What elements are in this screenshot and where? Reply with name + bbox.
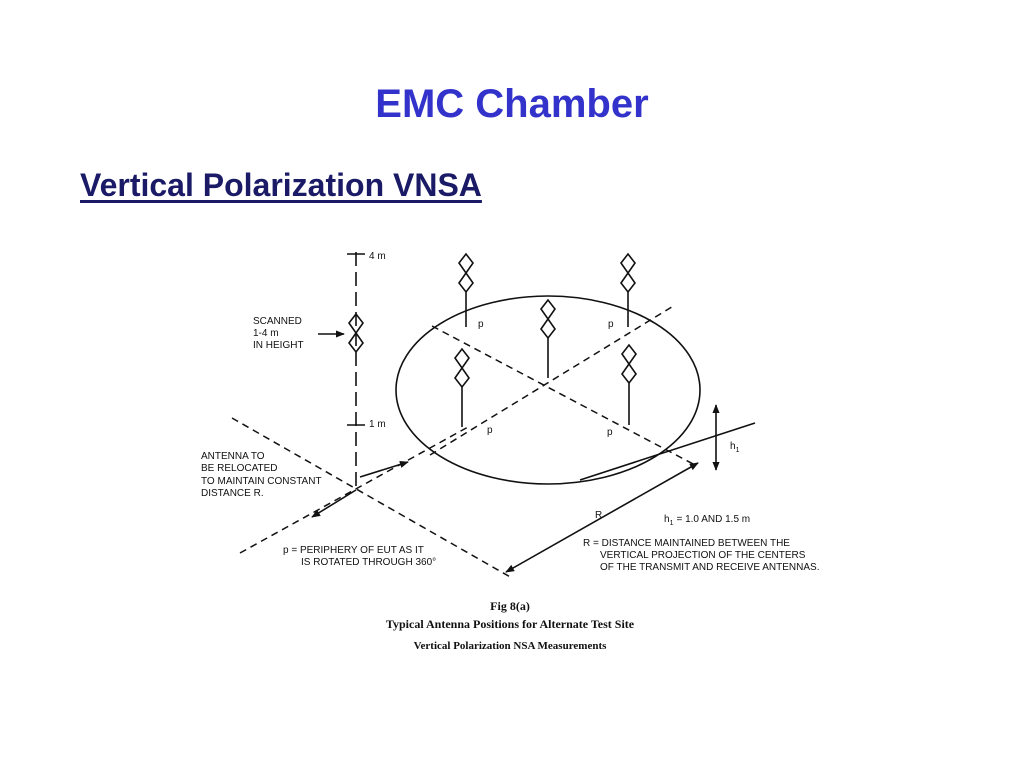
figure-number: Fig 8(a): [490, 599, 530, 613]
slide-title: EMC Chamber: [375, 82, 649, 126]
position-label-p: p: [607, 427, 613, 438]
position-label-p: p: [478, 319, 484, 330]
scanned-note-line: 1-4 m: [253, 328, 279, 339]
scanned-note-line: IN HEIGHT: [253, 340, 304, 351]
relocate-note-line: DISTANCE R.: [201, 488, 264, 499]
antenna-center-icon: [540, 299, 556, 339]
dashed-ground-line: [231, 417, 513, 579]
figure-caption-subtitle: Vertical Polarization NSA Measurements: [414, 640, 607, 652]
h1-label: h1: [730, 441, 740, 454]
antenna-position-icon: [620, 253, 636, 293]
relocate-arrow-up: [359, 460, 409, 478]
r-definition-line: VERTICAL PROJECTION OF THE CENTERS: [600, 550, 806, 561]
relocate-arrow-down: [311, 489, 357, 518]
r-label: R: [595, 510, 602, 521]
dashed-ground-line: [239, 426, 469, 554]
relocate-note-line: BE RELOCATED: [201, 463, 278, 474]
height-label-1m: 1 m: [369, 419, 386, 430]
r-dimension-arrow: [505, 462, 699, 573]
position-label-p: p: [608, 319, 614, 330]
relocate-note-line: TO MAINTAIN CONSTANT: [201, 476, 322, 487]
antenna-position-icon: [454, 348, 470, 388]
antenna-position-icon: [458, 253, 474, 293]
h1-values-label: h1= 1.0 AND 1.5 m: [664, 514, 750, 527]
height-label-4m: 4 m: [369, 251, 386, 262]
periphery-note-line: p = PERIPHERY OF EUT AS IT: [283, 545, 424, 556]
r-definition-line: R = DISTANCE MAINTAINED BETWEEN THE: [583, 538, 790, 549]
position-label-p: p: [487, 425, 493, 436]
antenna-position-icon: [621, 344, 637, 384]
relocate-note-line: ANTENNA TO: [201, 451, 265, 462]
scanned-note-line: SCANNED: [253, 316, 302, 327]
figure-caption-title: Typical Antenna Positions for Alternate …: [386, 617, 635, 631]
dashed-axis-line: [431, 325, 696, 466]
r-definition-line: OF THE TRANSMIT AND RECEIVE ANTENNAS.: [600, 562, 820, 573]
slide-subtitle: Vertical Polarization VNSA: [80, 167, 482, 203]
periphery-note-line: IS ROTATED THROUGH 360°: [301, 557, 436, 568]
